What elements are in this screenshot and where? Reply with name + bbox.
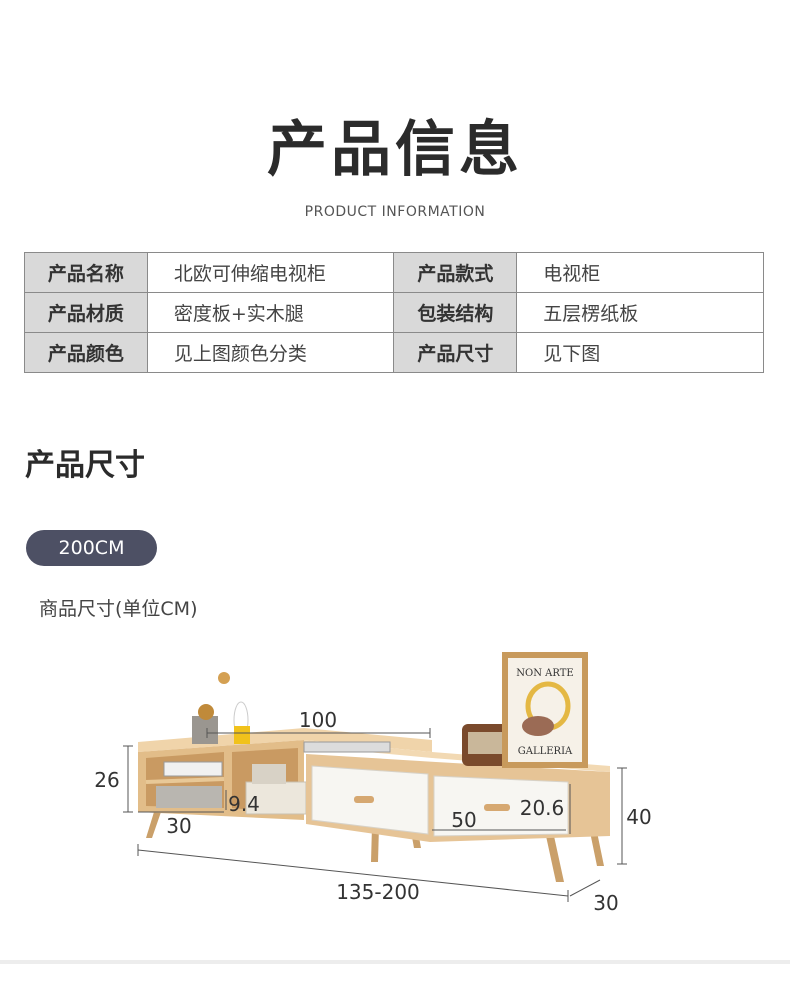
cabinet-leg (371, 826, 379, 862)
dimension-label: 40 (626, 805, 651, 829)
dimension-label: 135-200 (336, 880, 420, 904)
info-label: 产品款式 (393, 252, 518, 293)
info-label: 产品颜色 (24, 332, 148, 373)
page-subtitle: PRODUCT INFORMATION (304, 204, 486, 220)
table-row: 产品名称 北欧可伸缩电视柜 产品款式 电视柜 (24, 252, 764, 293)
dimension-label: 30 (166, 814, 191, 838)
dimension-label: 9.4 (228, 792, 260, 816)
page-title: 产品信息 (267, 115, 523, 185)
dimension-label: 26 (94, 768, 119, 792)
media-player (163, 761, 223, 777)
footer-divider (0, 960, 790, 964)
decor-block (192, 716, 218, 744)
cabinet-leg (146, 812, 161, 838)
left-cabinet-top (138, 728, 432, 752)
cabinet-leg (546, 836, 564, 882)
table-row: 产品材质 密度板+实木腿 包装结构 五层楞纸板 (24, 292, 764, 333)
dimension-label: 20.6 (520, 796, 565, 820)
info-value: 五层楞纸板 (516, 292, 764, 333)
info-value: 见下图 (516, 332, 764, 373)
info-value: 电视柜 (516, 252, 764, 293)
info-value: 见上图颜色分类 (146, 332, 395, 373)
radio-grille (468, 732, 510, 754)
dimension-label: 30 (593, 891, 618, 915)
info-value: 北欧可伸缩电视柜 (146, 252, 395, 293)
info-label: 包装结构 (393, 292, 518, 333)
dimension-lines (123, 728, 627, 902)
storage-basket (156, 786, 222, 808)
books (252, 764, 286, 784)
drawer-handle (354, 796, 374, 803)
unit-note: 商品尺寸(单位CM) (39, 598, 198, 620)
dimension-label: 100 (299, 708, 337, 732)
rabbit-figure (234, 726, 250, 744)
decor-ball (218, 672, 230, 684)
size-badge[interactable]: 200CM (26, 530, 157, 566)
table-row: 产品颜色 见上图颜色分类 产品尺寸 见下图 (24, 332, 764, 373)
info-label: 产品尺寸 (393, 332, 518, 373)
info-value: 密度板+实木腿 (146, 292, 395, 333)
dimension-label: 50 (451, 808, 476, 832)
info-label: 产品材质 (24, 292, 148, 333)
tv-cabinet-dimension-drawing: NON ARTE GALLERIA 100 26 9.4 30 50 20.6 … (94, 652, 652, 915)
poster-text: NON ARTE (516, 668, 573, 679)
poster-text: GALLERIA (518, 746, 573, 757)
drawer-handle (484, 804, 510, 811)
decor-ball (198, 704, 214, 720)
product-info-table: 产品名称 北欧可伸缩电视柜 产品款式 电视柜 产品材质 密度板+实木腿 包装结构… (24, 252, 764, 373)
console-device (303, 741, 391, 753)
size-section-title: 产品尺寸 (25, 448, 145, 483)
poster-art (522, 716, 554, 736)
cabinet-leg (590, 832, 604, 866)
info-label: 产品名称 (24, 252, 148, 293)
